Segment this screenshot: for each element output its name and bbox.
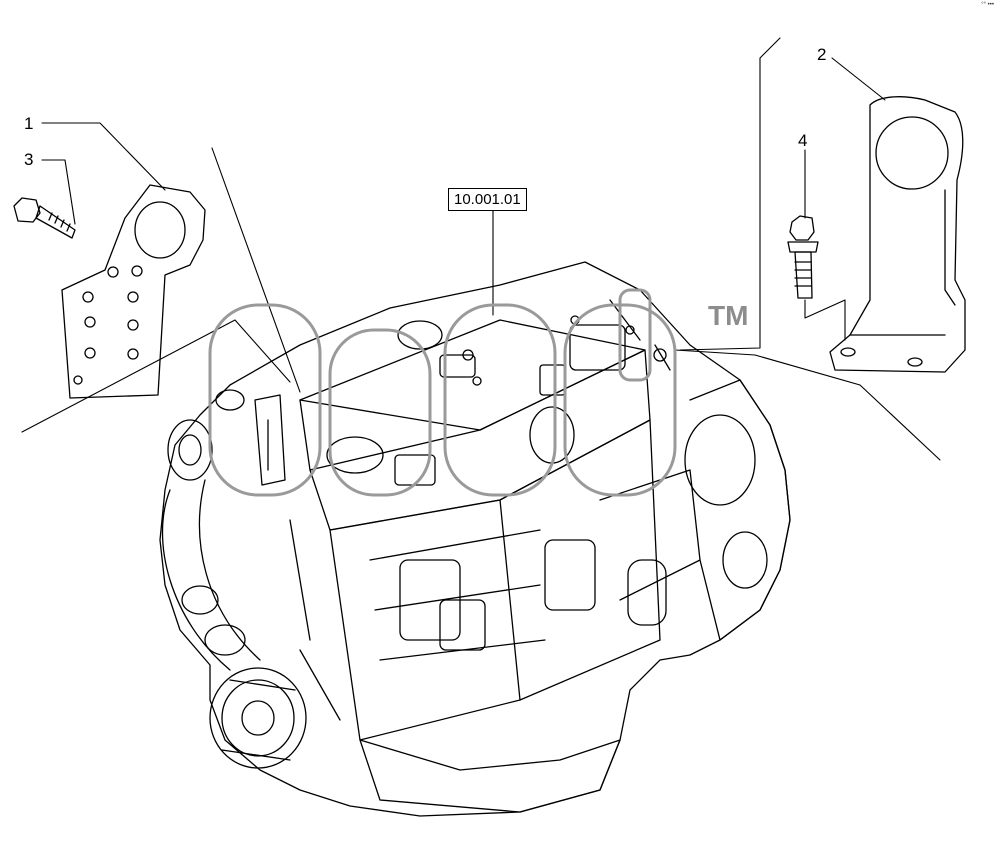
rear-lifting-bracket-icon	[829, 96, 966, 373]
callout-item-1: 1	[24, 114, 34, 133]
engine-assembly-icon	[159, 261, 791, 817]
flange-bolt-icon	[787, 215, 819, 299]
callout-item-2: 2	[817, 45, 827, 64]
leader-lines	[21, 37, 941, 461]
page-code: °° •••	[981, 2, 994, 8]
callout-item-4: 4	[798, 131, 808, 150]
bolt-icon	[13, 197, 76, 239]
front-lifting-bracket-icon	[61, 184, 206, 399]
watermark-trademark: TM	[708, 300, 749, 331]
reference-label: 10.001.01	[448, 188, 527, 211]
watermark-logo	[208, 288, 677, 497]
callout-item-3: 3	[24, 150, 34, 169]
